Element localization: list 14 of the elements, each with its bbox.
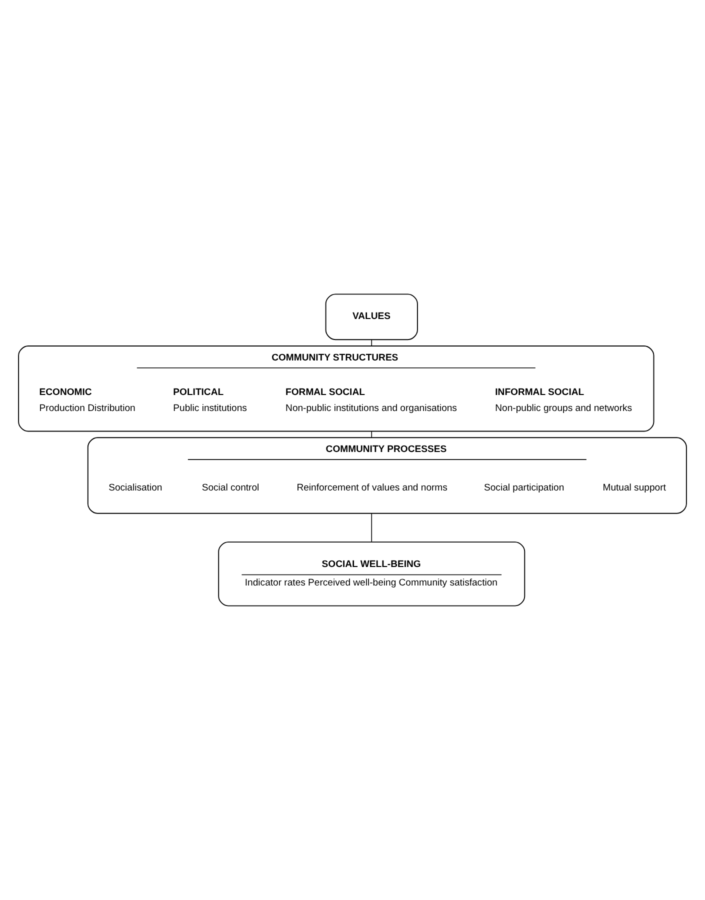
node-text: ECONOMIC Production Distribution xyxy=(39,387,136,414)
node-text: Reinforcement of values and norms xyxy=(296,482,448,494)
node-text: FORMAL SOCIAL Non-public institutions and organisations xyxy=(286,387,457,414)
node-text: Mutual support xyxy=(602,482,666,494)
node-text: Socialisation xyxy=(108,482,162,494)
node-text: POLITICAL Public institutions xyxy=(173,387,247,414)
connector xyxy=(371,512,372,542)
node-box: VALUES xyxy=(325,294,418,340)
node-text: INFORMAL SOCIAL Non-public groups and networks xyxy=(495,387,632,414)
node-text: Social control xyxy=(202,482,260,494)
connector xyxy=(371,339,372,346)
node-box: SOCIAL WELL-BEING Indicator rates Perceived well-being Community satisfaction xyxy=(218,542,526,606)
node-text: Social participation xyxy=(484,482,564,494)
connector xyxy=(371,430,372,438)
